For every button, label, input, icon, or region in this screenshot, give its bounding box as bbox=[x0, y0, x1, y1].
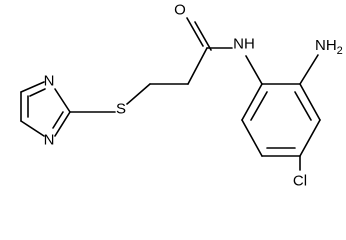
pyrimidine-nitrogen-upper-label: N bbox=[44, 73, 55, 90]
bond bbox=[241, 83, 263, 121]
bond bbox=[29, 88, 46, 97]
bond bbox=[126, 83, 151, 105]
bond bbox=[299, 83, 321, 121]
pyrimidine-nitrogen-lower-label: N bbox=[44, 132, 55, 149]
thioether-chain bbox=[69, 47, 208, 113]
bond bbox=[241, 119, 263, 157]
bond bbox=[52, 111, 64, 129]
bond bbox=[194, 21, 212, 51]
amino-group-label: NH2 bbox=[315, 37, 343, 58]
benzene-ring bbox=[241, 83, 321, 157]
chlorine-atom-label: Cl bbox=[293, 173, 307, 190]
bond bbox=[294, 91, 312, 121]
chemical-structure: O NH NH2 Cl S N N bbox=[20, 2, 343, 190]
amide-nh-label: NH bbox=[233, 36, 255, 53]
pyrimidine-ring bbox=[20, 81, 71, 137]
sulfur-atom-label: S bbox=[116, 101, 126, 118]
bond bbox=[299, 119, 321, 157]
amide-group bbox=[186, 17, 263, 85]
bond bbox=[299, 54, 319, 85]
bond bbox=[187, 47, 208, 85]
bond bbox=[250, 91, 268, 121]
bond bbox=[245, 55, 263, 85]
substituents bbox=[299, 54, 319, 171]
bond bbox=[186, 17, 204, 47]
bond bbox=[54, 111, 71, 137]
bond bbox=[54, 88, 71, 113]
bond bbox=[20, 81, 45, 93]
bond bbox=[20, 120, 45, 137]
oxygen-atom-label: O bbox=[174, 2, 186, 19]
